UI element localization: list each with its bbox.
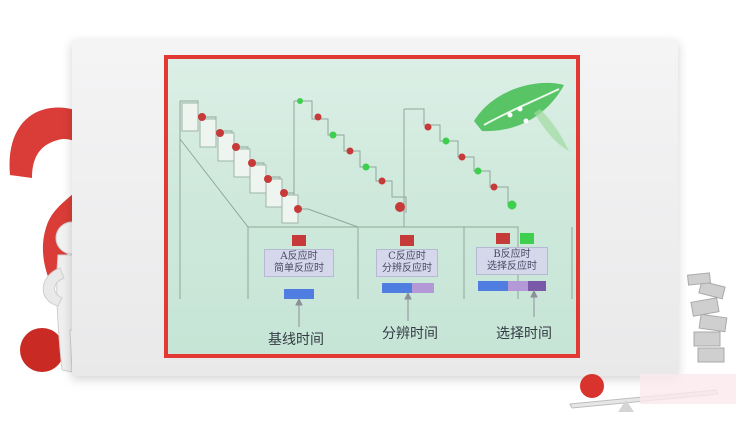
panel-b-label: B反应时 选择反应时 <box>476 247 548 275</box>
panel-c-line1: C反应时 <box>388 251 426 262</box>
panel-b-line2: 选择反应时 <box>487 261 537 272</box>
leaf-decoration <box>474 82 569 151</box>
panel-c-label: C反应时 分辨反应时 <box>376 249 438 277</box>
time-label-choice: 选择时间 <box>496 326 552 342</box>
slide-screen: A反应时 简单反应时 C反应时 分辨反应时 B反应时 选择反应时 基线时间 分辨… <box>164 55 580 358</box>
panel-a-line2: 简单反应时 <box>274 263 324 274</box>
red-ball-seesaw <box>569 374 736 412</box>
stacked-blocks <box>686 272 728 363</box>
panel-b-line1: B反应时 <box>493 249 531 260</box>
reaction-diagram <box>179 98 573 327</box>
time-label-baseline: 基线时间 <box>268 332 324 348</box>
time-label-discrimination: 分辨时间 <box>382 326 438 342</box>
panel-a-label: A反应时 简单反应时 <box>264 249 334 277</box>
panel-c-line2: 分辨反应时 <box>382 263 432 274</box>
panel-a-line1: A反应时 <box>280 251 318 262</box>
